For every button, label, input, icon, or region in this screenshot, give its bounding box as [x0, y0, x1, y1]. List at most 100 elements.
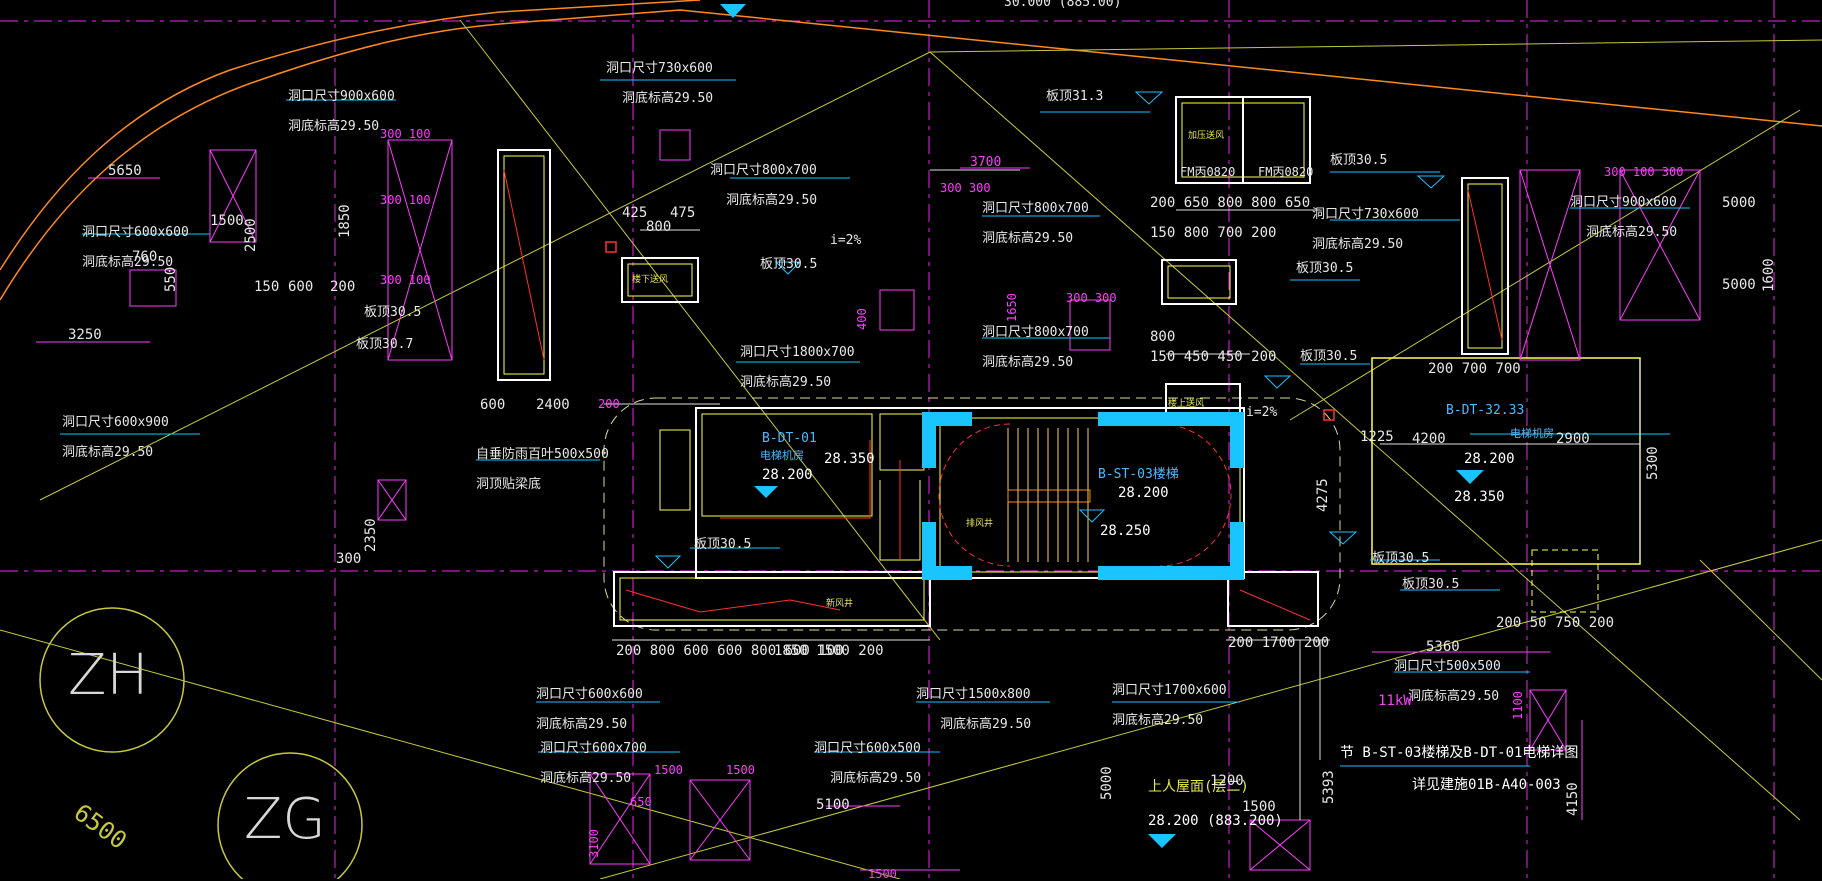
elevator-machine-room-b: 电梯机房: [1510, 427, 1554, 440]
dim-row-right-bottom: 200 50 750 200: [1496, 615, 1615, 631]
dim-3250: 3250: [68, 327, 102, 343]
dim-5000-v: 5000: [1099, 766, 1115, 800]
stair-b-st-03: B-ST-03楼梯: [1098, 467, 1179, 482]
dim-1500-c: 1500: [654, 763, 683, 777]
dim-2400: 2400: [536, 397, 570, 413]
slab-label-30-5-c: 板顶30.5: [364, 305, 422, 320]
dim-300-100-b: 300 100: [380, 193, 431, 207]
site-boundary: [0, 0, 1822, 301]
slope-label-a: i=2%: [830, 233, 862, 248]
shaft-dashed: [1531, 549, 1599, 613]
dim-1100-v: 1100: [1511, 691, 1525, 720]
opening-label-1800x700: 洞口尺寸1800x700: [740, 345, 855, 360]
dim-760: 760: [132, 249, 158, 265]
dim-1200: 1200: [1210, 773, 1244, 789]
dim-800-b: 800: [1150, 329, 1176, 345]
elevator-b-dt-32-33: B-DT-32.33: [1446, 403, 1525, 418]
dim-3700: 3700: [970, 155, 1002, 170]
power-rating: 11kW: [1378, 693, 1412, 709]
elev-28250: 28.250: [1100, 523, 1151, 539]
opening-label-600x700: 洞口尺寸600x700: [540, 741, 647, 756]
sill-label-d: 洞底标高29.50: [62, 445, 154, 460]
sill-label-b: 洞底标高29.50: [288, 119, 380, 134]
dim-550-v: 550: [163, 266, 179, 292]
reference-detail: 详见建施01B-A40-003: [1412, 777, 1561, 793]
opening-label-600x900: 洞口尺寸600x900: [62, 415, 169, 430]
sill-label-a: 洞底标高29.50: [622, 91, 714, 106]
dim-4275-v: 4275: [1315, 478, 1331, 512]
dim-1500-a: 1500: [210, 213, 244, 229]
grid-bubbles: [39, 607, 363, 879]
dim-1500-b: 1500: [1242, 799, 1276, 815]
elev-28200-b: 28.200: [1118, 485, 1169, 501]
reference-note: 节 B-ST-03楼梯及B-DT-01电梯详图: [1340, 745, 1579, 761]
slab-label-30-5-e: 板顶30.5: [1300, 349, 1358, 364]
opening-label-800x700-a: 洞口尺寸800x700: [710, 163, 817, 178]
room-a: 加压送风: [1188, 131, 1225, 141]
slope-label-b: i=2%: [1246, 405, 1278, 420]
dim-2350-v: 2350: [363, 518, 379, 552]
sill-label-p: 洞底标高29.50: [1408, 689, 1500, 704]
opening-label-1500x800: 洞口尺寸1500x800: [916, 687, 1031, 702]
dim-5000-b: 5000: [1722, 277, 1756, 293]
opening-label-500x500: 洞口尺寸500x500: [1394, 659, 1501, 674]
dim-800-a: 800: [646, 219, 672, 235]
sill-label-g: 洞底标高29.50: [982, 355, 1074, 370]
dim-row-bottom-a: 200 800 600 600 800 600 100: [616, 643, 844, 659]
dim-4200: 4200: [1412, 431, 1446, 447]
dim-5650: 5650: [108, 163, 142, 179]
room-d: 楼上送风: [1168, 399, 1205, 409]
red-markers: [605, 241, 1335, 421]
dim-row-right-700: 200 700 700: [1428, 361, 1521, 377]
dim-475: 475: [670, 205, 696, 221]
dim-300-100-c: 300 100: [380, 273, 431, 287]
sill-label-f: 洞底标高29.50: [982, 231, 1074, 246]
dim-300-a: 300: [336, 551, 362, 567]
diagonal-lines: [0, 19, 1822, 879]
slab-label-30-5-g: 板顶30.5: [1372, 551, 1430, 566]
fire-door-a: FM丙0820: [1180, 165, 1236, 179]
dim-3100-v: 3100: [587, 829, 601, 858]
dim-300-300-a: 300 300: [940, 181, 991, 195]
room-c: 新风井: [826, 599, 854, 609]
opening-label-800x700-b: 洞口尺寸800x700: [982, 201, 1089, 216]
shaft-right: [1461, 177, 1509, 355]
sill-label-o: 洞底标高29.50: [1112, 713, 1204, 728]
opening-label-600x500: 洞口尺寸600x500: [814, 741, 921, 756]
dim-650: 650: [630, 795, 652, 809]
dim-300-100-a: 300 100: [380, 127, 431, 141]
opening-label-800x700-c: 洞口尺寸800x700: [982, 325, 1089, 340]
slab-label-30-7: 板顶30.7: [356, 337, 414, 352]
dim-150-600-200: 150: [254, 279, 280, 295]
dim-425: 425: [622, 205, 648, 221]
stair: [938, 423, 1232, 567]
dim-1600-v: 1600: [1761, 258, 1777, 292]
opening-label-1700x600: 洞口尺寸1700x600: [1112, 683, 1227, 698]
grid-label-zh: ZH: [68, 643, 149, 708]
slab-label-30-5-h: 板顶30.5: [1402, 577, 1460, 592]
room-b: 排风井: [966, 519, 994, 529]
elev-28200-c: 28.200: [1464, 451, 1515, 467]
sill-label-k: 洞底标高29.50: [536, 717, 628, 732]
dim-row-bottom-b: 1850 1500 200: [774, 643, 884, 659]
beam-bottom-label: 洞顶贴梁底: [476, 477, 542, 492]
dim-2500-v: 2500: [243, 218, 259, 252]
opening-label-730x600-a: 洞口尺寸730x600: [606, 61, 713, 76]
elev-28200-a: 28.200: [762, 467, 813, 483]
dim-600-b: 600: [480, 397, 506, 413]
slab-label-30-5-d: 板顶30.5: [1296, 261, 1354, 276]
structural-marks: [36, 129, 1701, 871]
slab-label-31-3: 板顶31.3: [1046, 89, 1104, 104]
dim-4150-v: 4150: [1565, 782, 1581, 816]
core-outline: [603, 397, 1341, 631]
sill-label-n: 洞底标高29.50: [830, 771, 922, 786]
shaft-left: [497, 149, 551, 381]
dim-5100: 5100: [816, 797, 850, 813]
dim-600-a: 600: [288, 279, 314, 295]
smoke-window-label: 自垂防雨百叶500x500: [476, 447, 609, 462]
dim-200-b: 200: [598, 397, 620, 411]
grid-label-zg: ZG: [244, 787, 326, 852]
cyan-walls: [922, 412, 1244, 580]
room-e: 楼下送风: [632, 275, 669, 285]
